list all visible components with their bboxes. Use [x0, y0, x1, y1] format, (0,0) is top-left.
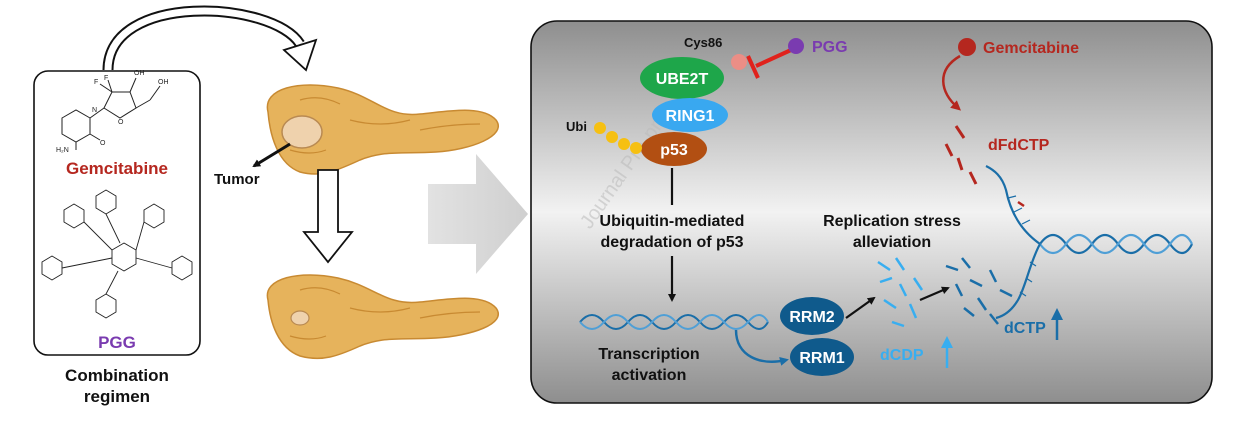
degradation-line2: degradation of p53: [600, 234, 743, 251]
pgg-molecule: [788, 38, 804, 54]
replication-line1: Replication stress: [823, 213, 961, 230]
gemcitabine-label: Gemcitabine: [66, 159, 168, 178]
degradation-line1: Ubiquitin-mediated: [600, 213, 745, 230]
p53-protein: [641, 132, 707, 166]
pancreas-with-tumor: [266, 84, 499, 175]
tumor-mass: [281, 115, 323, 149]
rrm1-label: RRM1: [799, 350, 844, 367]
cys86-label: Cys86: [684, 35, 722, 50]
svg-text:N: N: [92, 107, 97, 114]
rrm2-protein: [780, 297, 844, 335]
ubi-label: Ubi: [566, 119, 587, 134]
dfdctp-label: dFdCTP: [988, 137, 1050, 154]
svg-text:H₂N: H₂N: [56, 147, 69, 154]
dfdctp-fragments: [944, 125, 978, 185]
small-tumor-mass: [290, 310, 310, 326]
tumor-label: Tumor: [214, 171, 260, 188]
p53-label: p53: [660, 142, 688, 159]
svg-text:O: O: [100, 140, 106, 147]
replication-line2: alleviation: [853, 234, 931, 251]
ube2t-label: UBE2T: [656, 71, 709, 88]
dcdp-up-arrow: [941, 336, 953, 368]
rrm-to-dcdp-arrow: [845, 296, 876, 319]
transcription-line1: Transcription: [598, 346, 699, 363]
curved-hollow-arrow: [102, 5, 318, 72]
inhibition-line: [755, 48, 792, 68]
gemcitabine-mechanism-label: Gemcitabine: [983, 40, 1079, 57]
dna-helix-small: [579, 314, 769, 330]
replication-fork-dna: [985, 165, 1193, 320]
svg-text:O: O: [118, 119, 124, 126]
tumor-pointer-arrow: [252, 142, 291, 168]
dcdp-to-dctp-arrow: [919, 286, 950, 302]
big-grey-arrow: [428, 154, 528, 274]
transcription-line2: activation: [612, 367, 687, 384]
dctp-label: dCTP: [1004, 320, 1046, 337]
gemcitabine-atom-labels: FF OH OH O N H₂N O: [56, 70, 169, 154]
ring1-label: RING1: [666, 108, 715, 125]
dcdp-label: dCDP: [880, 347, 924, 364]
inhibition-bar: [746, 55, 760, 79]
gemcitabine-structure: [61, 77, 161, 150]
rrm1-protein: [790, 338, 854, 376]
pancreas-treated: [266, 274, 499, 360]
svg-text:OH: OH: [134, 70, 145, 77]
pgg-mechanism-label: PGG: [812, 39, 848, 56]
svg-text:OH: OH: [158, 79, 169, 86]
hollow-down-arrow: [302, 169, 354, 264]
pgg-label: PGG: [98, 333, 136, 352]
dctp-up-arrow: [1051, 308, 1063, 340]
gemcitabine-molecule: [958, 38, 976, 56]
rrm2-label: RRM2: [789, 309, 834, 326]
dna-to-rrm-arrow: [734, 329, 789, 366]
svg-text:F: F: [94, 79, 98, 86]
ubiquitin-chain: [594, 122, 642, 154]
gemcitabine-conversion-arrow: [942, 54, 961, 111]
combination-box: [33, 70, 201, 356]
pgg-structure: [41, 189, 193, 319]
incorporated-dfdctp: [1017, 200, 1025, 208]
caption-line2: regimen: [84, 387, 150, 406]
caption-line1: Combination: [65, 366, 169, 385]
ring1-protein: [652, 98, 728, 132]
dctp-fragments: [945, 257, 1013, 325]
svg-text:F: F: [104, 75, 108, 82]
dcdp-fragments: [877, 257, 924, 328]
ube2t-protein: [640, 57, 724, 99]
cys86-site: [731, 54, 747, 70]
fork-base-pairs: [1007, 195, 1037, 297]
